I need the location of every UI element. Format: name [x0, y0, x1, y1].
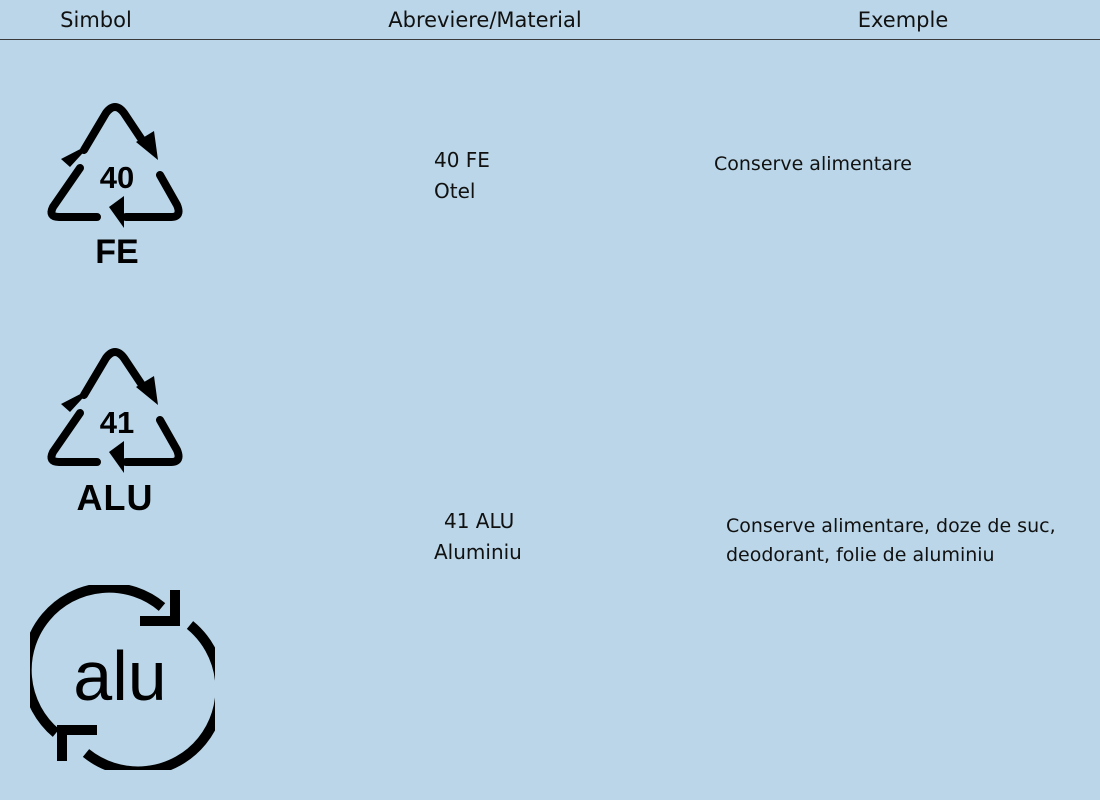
material-name: Otel: [434, 179, 476, 203]
header-divider: [0, 39, 1100, 40]
example-line: deodorant, folie de aluminiu: [726, 544, 995, 566]
material-name: Aluminiu: [434, 540, 522, 564]
symbol-number: 40: [100, 160, 134, 195]
example-line: Conserve alimentare: [714, 153, 912, 175]
symbol-code: ALU: [77, 477, 154, 518]
symbol-code: FE: [95, 233, 138, 271]
header-exemple: Exemple: [857, 8, 949, 32]
example-line: Conserve alimentare, doze de suc,: [726, 515, 1056, 537]
alu-symbol-text: alu: [73, 637, 166, 715]
recycling-triangle-icon: 40 FE: [47, 103, 183, 271]
header-simbol: Simbol: [60, 8, 132, 32]
recycling-triangle-icon: 41 ALU: [47, 348, 183, 518]
header-abreviere-material: Abreviere/Material: [388, 8, 582, 32]
abbreviation: 41 ALU: [444, 509, 515, 533]
material-cell: 41 ALU Aluminiu: [434, 506, 522, 568]
material-cell: 40 FE Otel: [434, 145, 490, 207]
examples-cell: Conserve alimentare, doze de suc, deodor…: [726, 512, 1056, 570]
circular-arrows-icon: alu: [30, 585, 215, 770]
symbol-number: 41: [100, 405, 134, 440]
abbreviation: 40 FE: [434, 148, 490, 172]
examples-cell: Conserve alimentare: [714, 150, 912, 179]
